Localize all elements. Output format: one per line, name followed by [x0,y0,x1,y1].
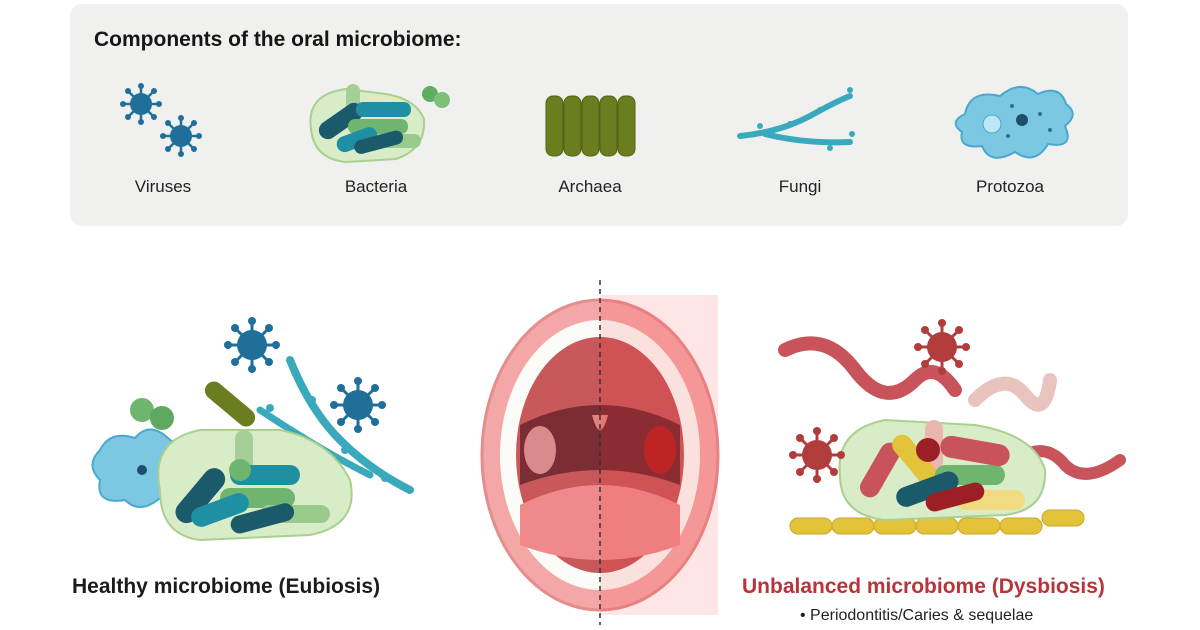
component-protozoa: Protozoa [920,74,1100,214]
bacteria-icon [309,84,450,164]
components-panel: Components of the oral microbiome: Virus… [70,4,1128,226]
dysbiosis-microbiome-illustration [778,319,1126,535]
component-label: Protozoa [975,177,1045,196]
component-label: Viruses [134,177,192,196]
mouth-illustration [480,280,720,625]
component-archaea: Archaea [500,74,680,214]
component-label: Fungi [778,177,822,196]
panel-title: Components of the oral microbiome: [94,28,462,51]
virus-icon [120,83,202,157]
component-label: Bacteria [344,177,408,196]
dysbiosis-consequence-bullet: • Periodontitis/Caries & sequelae [800,607,1034,624]
component-bacteria: Bacteria [286,74,466,214]
component-viruses: Viruses [73,74,253,214]
protozoa-icon [954,86,1074,159]
dysbiosis-microbiome-title: Unbalanced microbiome (Dysbiosis) [742,575,1105,598]
fungi-icon [737,87,855,151]
component-fungi: Fungi [710,74,890,214]
healthy-microbiome-title: Healthy microbiome (Eubiosis) [72,575,381,598]
component-label: Archaea [558,177,622,196]
archaea-icon [545,95,636,157]
healthy-microbiome-illustration [91,317,414,542]
